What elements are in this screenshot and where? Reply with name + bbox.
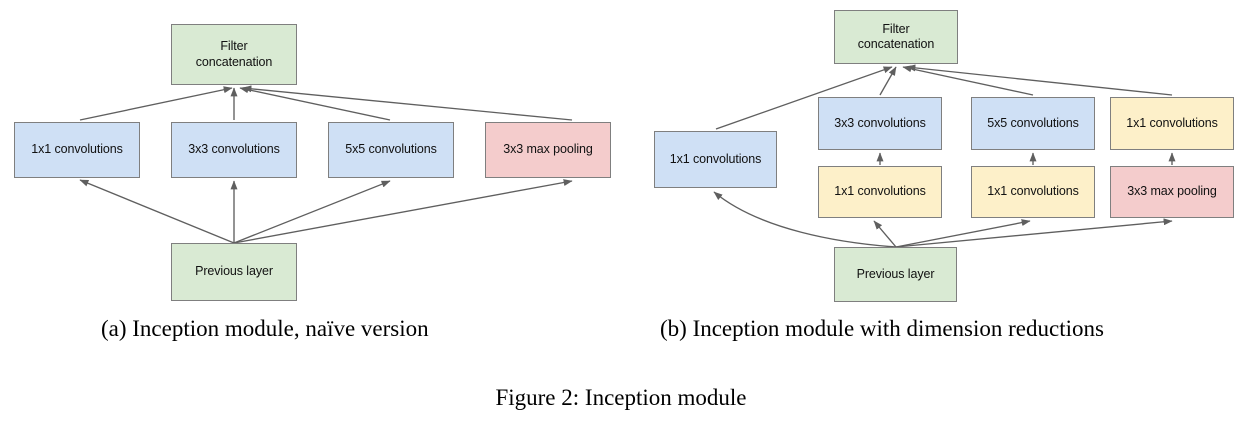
diagram-a-arrows [79, 85, 573, 244]
node-b-conv-5x5: 5x5 convolutions [971, 97, 1095, 150]
arrow-b-1x1-direct-to-concat [715, 66, 893, 130]
arrow-b-prev-to-maxpool [895, 218, 1173, 248]
arrow-b-5x5-to-concat [902, 65, 1034, 96]
arrow-prev-to-1x1 [79, 179, 235, 244]
node-b-previous-layer: Previous layer [834, 247, 957, 302]
arrow-prev-to-5x5 [233, 180, 391, 244]
diagram-b-arrows [713, 64, 1176, 248]
node-b-reduce-1x1-b: 1x1 convolutions [971, 166, 1095, 218]
arrow-5x5-to-concat [239, 86, 391, 121]
node-a-conv-5x5: 5x5 convolutions [328, 122, 454, 178]
subcaption-a: (a) Inception module, naïve version [101, 316, 429, 341]
node-a-conv-1x1: 1x1 convolutions [14, 122, 140, 178]
arrow-b-prev-to-1x1-direct [713, 191, 897, 248]
arrow-b-prev-to-reduce-a [873, 220, 897, 248]
subcaption-row: (a) Inception module, naïve version (b) … [0, 316, 1242, 356]
node-a-previous-layer: Previous layer [171, 243, 297, 301]
figure-caption: Figure 2: Inception module [495, 385, 747, 410]
node-b-conv-1x1-direct: 1x1 convolutions [654, 131, 777, 188]
node-b-conv-3x3: 3x3 convolutions [818, 97, 942, 150]
arrow-b-1x1-pool-to-concat [906, 64, 1173, 96]
arrow-1x1-to-concat [79, 86, 233, 121]
arrow-maxpool-to-concat [242, 85, 573, 121]
node-a-conv-3x3: 3x3 convolutions [171, 122, 297, 178]
node-b-filter-concat: Filter concatenation [834, 10, 958, 64]
subcaption-b: (b) Inception module with dimension redu… [660, 316, 1104, 341]
arrow-prev-to-maxpool [233, 179, 573, 244]
node-b-conv-1x1-pool: 1x1 convolutions [1110, 97, 1234, 150]
arrow-b-prev-to-reduce-b [895, 219, 1031, 248]
connector-layer [79, 64, 1176, 248]
node-b-maxpool-3x3: 3x3 max pooling [1110, 166, 1234, 218]
node-a-filter-concat: Filter concatenation [171, 24, 297, 85]
arrow-b-3x3-to-concat [879, 66, 897, 96]
node-b-reduce-1x1-a: 1x1 convolutions [818, 166, 942, 218]
node-a-maxpool-3x3: 3x3 max pooling [485, 122, 611, 178]
